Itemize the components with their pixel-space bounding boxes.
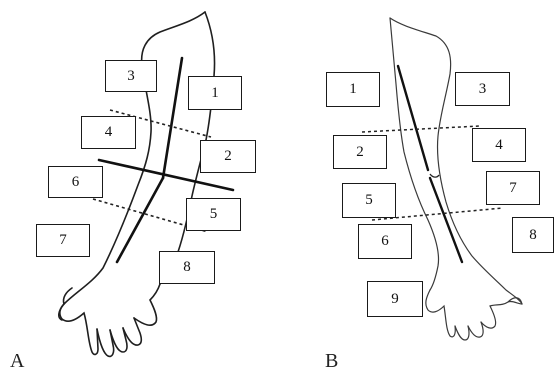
- panel-b-letter: B: [325, 350, 338, 373]
- panel-b-label-2: 2: [333, 135, 387, 169]
- label-number: 5: [365, 192, 373, 209]
- panel-a-letter: A: [10, 350, 24, 373]
- panel-a-label-4: 4: [81, 116, 136, 149]
- panel-b-label-3: 3: [455, 72, 510, 106]
- panel-a-label-3: 3: [105, 60, 157, 92]
- label-number: 6: [72, 174, 80, 191]
- label-number: 8: [183, 259, 191, 276]
- label-number: 2: [224, 148, 232, 165]
- label-number: 1: [349, 81, 357, 98]
- panel-a-label-1: 1: [188, 76, 242, 110]
- label-number: 3: [479, 81, 487, 98]
- panel-b-label-5: 5: [342, 183, 396, 218]
- label-number: 4: [495, 137, 503, 154]
- label-number: 8: [529, 227, 537, 244]
- label-number: 7: [59, 232, 67, 249]
- panel-b-label-4: 4: [472, 128, 526, 162]
- panel-b-label-8: 8: [512, 217, 554, 253]
- label-number: 6: [381, 233, 389, 250]
- panel-a-label-5: 5: [186, 198, 241, 231]
- label-number: 1: [211, 85, 219, 102]
- label-number: 4: [105, 124, 113, 141]
- panel-b-label-6: 6: [358, 224, 412, 259]
- panel-b-label-1: 1: [326, 72, 380, 107]
- panel-a-label-2: 2: [200, 140, 256, 173]
- label-number: 2: [356, 144, 364, 161]
- panel-b-label-7: 7: [486, 171, 540, 205]
- panel-a-label-6: 6: [48, 166, 103, 198]
- arm-b-elbow-mark: [430, 174, 439, 177]
- label-number: 3: [127, 68, 135, 85]
- label-number: 7: [509, 180, 517, 197]
- panel-b-label-9: 9: [367, 281, 423, 317]
- panel-a-label-8: 8: [159, 251, 215, 284]
- panel-a-label-7: 7: [36, 224, 90, 257]
- label-number: 5: [210, 206, 218, 223]
- label-number: 9: [391, 291, 399, 308]
